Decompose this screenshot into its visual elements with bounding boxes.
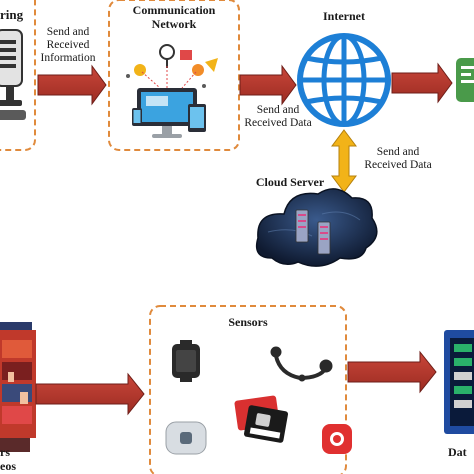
- monitoring-label: ring: [0, 7, 24, 22]
- send-received-data-2-line-2: Received Data: [364, 159, 432, 172]
- arrow-internet-to-app: [391, 62, 453, 104]
- communication-network-label: Communication Network: [112, 3, 236, 32]
- app-icon: [456, 58, 474, 102]
- arrow-network-to-internet: [239, 64, 297, 106]
- cloud-server-icon: [255, 188, 378, 267]
- data-monitor-icon: [444, 330, 474, 434]
- send-received-data-label-2: Send and Received Data: [356, 146, 440, 172]
- computer-network-icon: [126, 44, 218, 138]
- cloud-server-label: Cloud Server: [255, 175, 325, 189]
- arrow-sensors-to-data: [347, 350, 437, 394]
- smartwatch-icon: [172, 340, 200, 382]
- wearable-band-icon: [165, 421, 207, 455]
- monitor-icon: [0, 29, 26, 120]
- pill-box-icon: [322, 424, 352, 454]
- headphones-icon: [270, 346, 333, 382]
- send-received-info-line-1: Send and: [46, 26, 90, 38]
- communication-network-box: [108, 0, 240, 151]
- send-received-data-2-line-1: Send and: [376, 146, 420, 158]
- internet-label: Internet: [323, 9, 365, 23]
- send-received-data-1-line-1: Send and: [256, 104, 300, 116]
- double-arrow-internet-cloud: [331, 129, 357, 193]
- communication-network-line-2: Network: [151, 16, 197, 31]
- communication-network-line-1: Communication: [132, 3, 216, 17]
- sensors-label: Sensors: [228, 315, 268, 329]
- send-received-info-line-3: Information: [40, 52, 96, 65]
- smart-card-icon: [234, 395, 288, 443]
- monitoring-box: [0, 0, 36, 151]
- video-thumbnails-icon: [0, 322, 36, 452]
- send-received-data-label-1: Send and Received Data: [236, 104, 320, 130]
- sensors-box: [149, 305, 347, 474]
- arrow-videos-to-sensors: [35, 372, 145, 416]
- send-received-info-line-2: Received: [46, 39, 90, 52]
- videos-label-line-1: rs: [0, 445, 10, 459]
- videos-label-line-2: eos: [0, 459, 16, 473]
- data-label: Dat: [448, 445, 467, 459]
- send-received-data-1-line-2: Received Data: [244, 117, 312, 130]
- arrow-info-to-network: [37, 64, 107, 106]
- globe-icon: [297, 33, 391, 127]
- send-received-info-label: Send and Received Information: [30, 26, 106, 66]
